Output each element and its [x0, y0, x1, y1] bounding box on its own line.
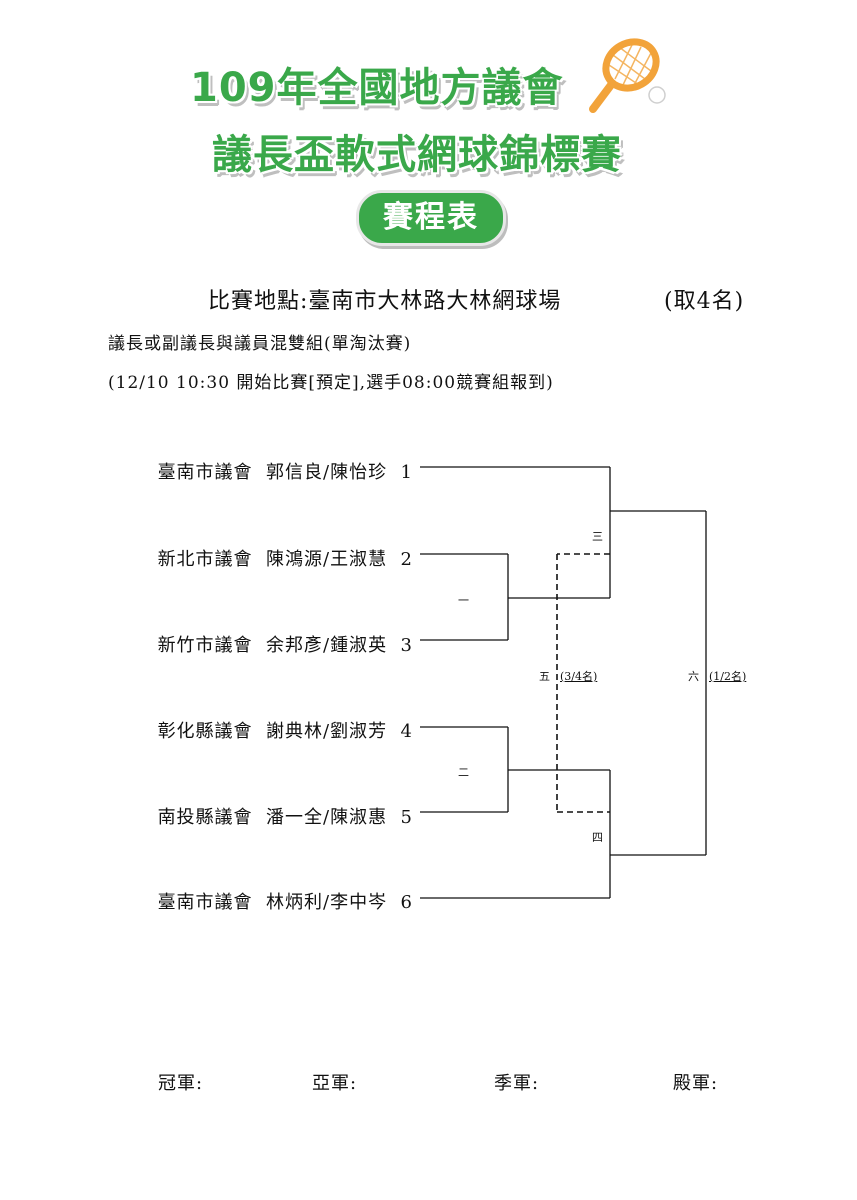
entry-players: 謝典林/劉淑芳 [266, 721, 388, 742]
entry-seed: 3 [400, 635, 413, 656]
entry-2: 新北市議會 陳鴻源/王淑慧 2 [130, 545, 413, 571]
entry-players: 余邦彥/鍾淑英 [266, 635, 388, 656]
entry-seed: 4 [400, 721, 413, 742]
entry-1: 臺南市議會 郭信良/陳怡珍 1 [130, 458, 413, 484]
entry-council: 臺南市議會 [157, 462, 253, 483]
match-1-label: 一 [458, 594, 469, 607]
entry-6: 臺南市議會 林炳利/李中岑 6 [130, 888, 413, 914]
match-4-label: 四 [592, 831, 603, 844]
entry-players: 郭信良/陳怡珍 [266, 462, 388, 483]
schedule-text: (12/10 10:30 開始比賽[預定],選手08:00競賽組報到) [108, 373, 554, 393]
entry-5: 南投縣議會 潘一全/陳淑惠 5 [130, 803, 413, 829]
schedule-badge: 賽程表 [356, 190, 506, 246]
match-5-label: 五 [539, 670, 550, 683]
entry-seed: 6 [400, 892, 413, 913]
entry-seed: 1 [400, 462, 413, 483]
entry-seed: 2 [400, 549, 413, 570]
entry-seed: 5 [400, 807, 413, 828]
entry-3: 新竹市議會 余邦彥/鍾淑英 3 [130, 631, 413, 657]
match-3-label: 三 [592, 530, 603, 543]
match-6-label: 六 [688, 670, 699, 683]
fourth-place-label: 殿軍: [673, 1073, 719, 1094]
champion-label: 冠軍: [158, 1073, 204, 1094]
division-text: 議長或副議長與議員混雙組(單淘汰賽) [108, 334, 412, 354]
runner-up-label: 亞軍: [312, 1073, 358, 1094]
match-6-note: (1/2名) [709, 670, 747, 683]
entry-council: 新北市議會 [157, 549, 253, 570]
match-2-label: 二 [458, 766, 469, 779]
entry-players: 陳鴻源/王淑慧 [266, 549, 388, 570]
quota-text: (取4名) [664, 289, 745, 314]
tennis-racket-icon [589, 38, 666, 113]
entry-players: 林炳利/李中岑 [266, 892, 388, 913]
entry-council: 彰化縣議會 [157, 721, 253, 742]
badge-label: 賽程表 [383, 200, 479, 235]
title-line-2: 議長盃軟式網球錦標賽 [212, 132, 622, 178]
third-place-label: 季軍: [494, 1073, 540, 1094]
entry-4: 彰化縣議會 謝典林/劉淑芳 4 [130, 717, 413, 743]
match-5-note: (3/4名) [560, 670, 598, 683]
venue-text: 比賽地點:臺南市大林路大林網球場 [208, 289, 562, 314]
entry-council: 新竹市議會 [157, 635, 253, 656]
title-line-1: 109年全國地方議會 [190, 65, 564, 111]
entry-players: 潘一全/陳淑惠 [266, 807, 388, 828]
entry-council: 南投縣議會 [157, 807, 253, 828]
entry-council: 臺南市議會 [157, 892, 253, 913]
